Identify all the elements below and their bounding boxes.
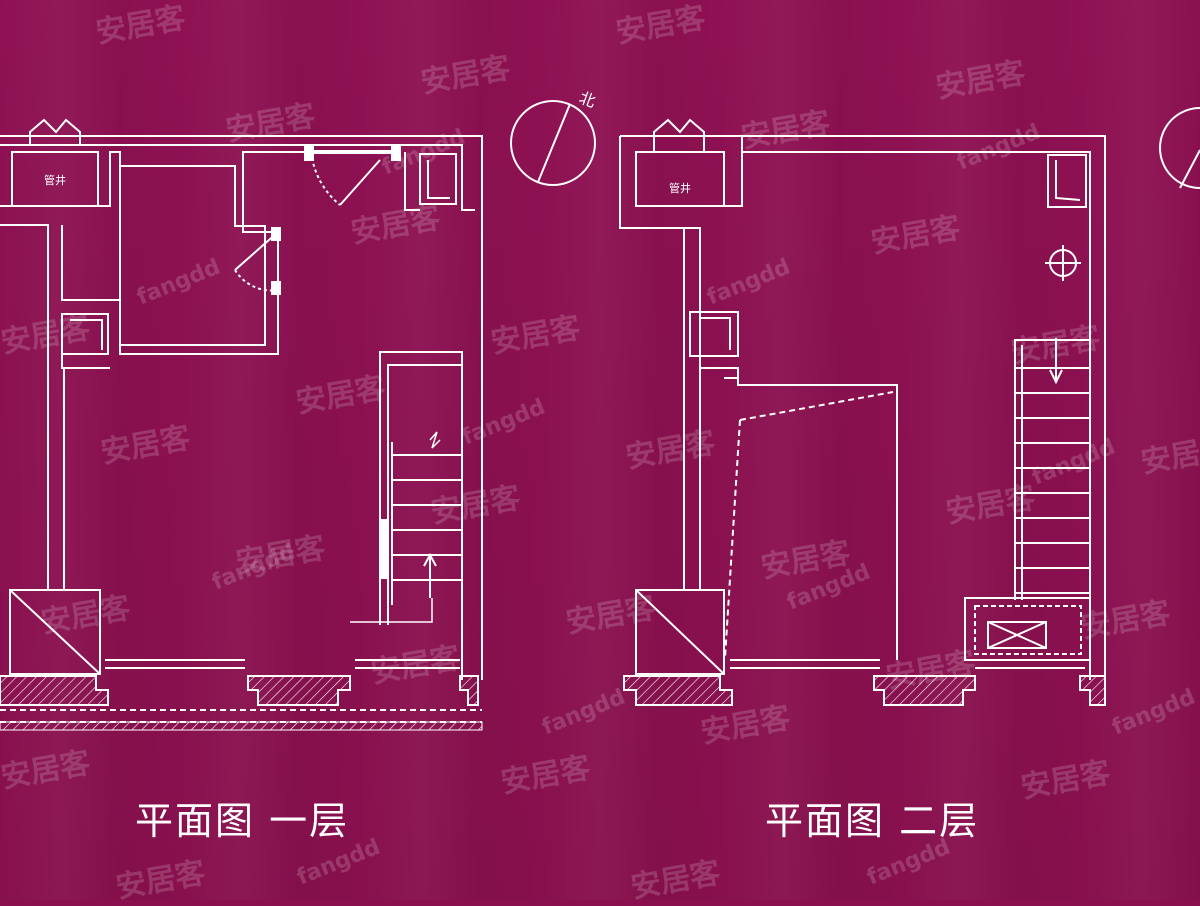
stair-arrow-icon	[423, 552, 437, 598]
shaft-label: 管井	[44, 173, 66, 187]
compass-icon	[1159, 107, 1200, 189]
outer-wall	[620, 135, 1106, 680]
cabinet-icon	[635, 589, 725, 675]
cabinet-icon	[427, 160, 450, 199]
cabinet-icon	[700, 317, 731, 350]
compass-north-label: 北	[577, 88, 599, 111]
cabinet-icon	[1055, 160, 1081, 201]
entry-door-leaf	[339, 159, 381, 206]
shaft-label: 管井	[669, 181, 691, 195]
plan-title-level-1: 平面图 一层	[135, 799, 350, 843]
stair-arrow-icon	[1049, 338, 1063, 385]
shaft-vent-icon	[653, 118, 705, 152]
door-leaf	[234, 231, 279, 271]
floor-plan-level-1	[0, 118, 483, 731]
compass-icon	[510, 100, 596, 186]
cabinet-icon	[70, 319, 103, 350]
plan-title-level-2: 平面图 二层	[765, 799, 980, 843]
outer-wall	[0, 135, 483, 680]
floor-plan-level-2	[619, 118, 1106, 706]
shaft-vent-icon	[29, 118, 81, 145]
pipe-shaft-box	[635, 151, 725, 207]
cabinet-icon	[9, 589, 101, 675]
